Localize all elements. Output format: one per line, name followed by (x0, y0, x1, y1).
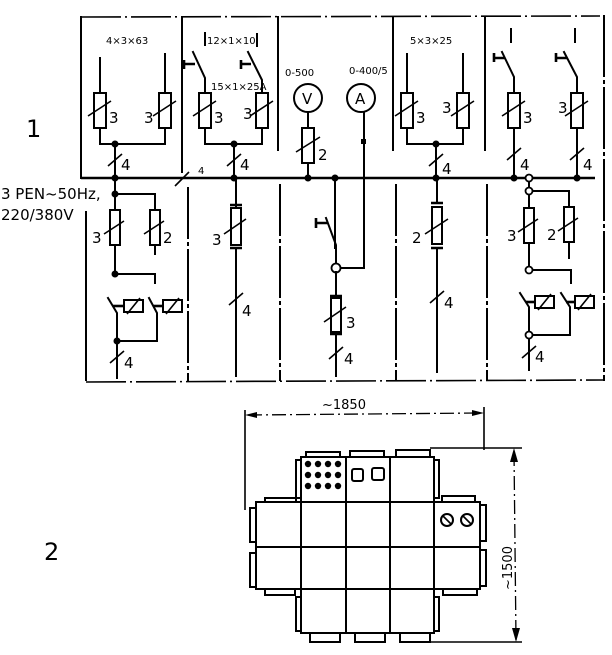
socket-outlet-icon (334, 471, 342, 479)
fuse-label: 3 (416, 109, 426, 127)
switch-knobs (440, 513, 474, 527)
conductor-count: 4 (535, 348, 545, 366)
socket-outlet-icon (314, 482, 322, 490)
circuit-main-switch-feeder: 3 4 (314, 177, 356, 377)
fuse-label: 3 (507, 227, 517, 245)
schematic-diagram: 1 4 3 PEN~50Hz, 220/380V (1, 15, 605, 383)
supply-label-line2: 220/380V (1, 206, 74, 224)
socket-outlet-icon (334, 482, 342, 490)
ammeter-symbol: A (355, 90, 366, 108)
fuse-label: 3 (523, 109, 533, 127)
fuse-symbol (301, 127, 315, 164)
ammeter-icon (346, 83, 376, 113)
supply-label-line1: 3 PEN~50Hz, (1, 185, 101, 203)
fuse-label: 3 (442, 99, 452, 117)
fuse-label: 3 (109, 109, 119, 127)
fuse-symbol (456, 92, 470, 129)
section-socket-group-1: 4×3×63 3 3 4 (87, 36, 177, 182)
fuse-label: 2 (547, 226, 557, 244)
conductor-count: 4 (442, 160, 452, 178)
socket-outlet-icon (314, 460, 322, 468)
fuse-label: 2 (318, 146, 328, 164)
rating-label: 4×3×63 (106, 36, 148, 47)
conductor-count: 4 (240, 156, 250, 174)
part-1-label: 1 (26, 115, 41, 143)
conductor-count: 4 (344, 350, 354, 368)
fuse-label: 3 (214, 109, 224, 127)
conductor-count: 4 (242, 302, 252, 320)
section-metering: 0-500 V 0-400/5 A 2 (285, 66, 388, 269)
socket-outlet-icon (334, 460, 342, 468)
rotary-switch-icon (440, 513, 454, 527)
socket-outlet-icon (304, 460, 312, 468)
circuit-contactor-feeder-right: 3 2 4 (507, 173, 595, 371)
socket-outlet-icon (314, 471, 322, 479)
busbar-conductor-count: 4 (198, 166, 204, 177)
socket-outlet-icon (304, 482, 312, 490)
rotary-switch-icon (460, 513, 474, 527)
part-2-label: 2 (44, 538, 59, 566)
conductor-count: 4 (444, 294, 454, 312)
section-socket-group-2: 5×3×25 3 3 4 (394, 36, 475, 182)
meter-window-icon (371, 467, 385, 481)
fuse-label: 3 (144, 109, 154, 127)
conductor-count: 4 (121, 156, 131, 174)
fuse-label: 3 (212, 231, 222, 249)
socket-outlet-icon (304, 471, 312, 479)
fuse-label: 2 (163, 229, 173, 247)
fuse-symbol (330, 297, 342, 333)
section-switched-group: 3 3 4 4 (492, 28, 593, 182)
socket-outlet-icon (324, 482, 332, 490)
fuse-symbol (400, 92, 414, 129)
width-dimension-label: ~1850 (322, 398, 366, 413)
outline-drawing: 2 ~1850 ~1500 (44, 398, 522, 643)
conductor-count: 4 (124, 354, 134, 372)
section-breaker-group: 12×1×10 15×1×25A 3 3 4 (182, 32, 274, 182)
conductor-count: 4 (520, 156, 530, 174)
circuit-feeder-fused-2: 2 4 (412, 177, 454, 373)
fuse-label: 2 (412, 229, 422, 247)
circuit-feeder-fused-1: 3 4 (212, 177, 252, 377)
socket-outlet-icon (324, 471, 332, 479)
meter-window-icon (351, 468, 364, 482)
supply-label: 3 PEN~50Hz, 220/380V (1, 185, 101, 224)
fuse-label: 3 (243, 105, 253, 123)
voltmeter-symbol: V (302, 90, 313, 108)
socket-outlet-icon (324, 460, 332, 468)
rating-label: 5×3×25 (410, 36, 452, 47)
voltmeter-range: 0-500 (285, 68, 314, 79)
sub-rating-label: 15×1×25A (211, 82, 267, 93)
height-dimension-label: ~1500 (501, 546, 516, 590)
width-dimension: ~1850 (244, 398, 485, 510)
board-body (249, 449, 487, 643)
meter-windows (351, 467, 385, 482)
conductor-count: 4 (583, 156, 593, 174)
fuse-symbol (158, 92, 172, 129)
circuit-contactor-feeder-left: 3 2 4 (92, 177, 183, 379)
fuse-label: 3 (92, 229, 102, 247)
fuse-symbol (93, 92, 107, 129)
enclosure-outline (80, 15, 605, 383)
fuse-label: 3 (346, 314, 356, 332)
main-busbar: 4 (81, 166, 595, 187)
fuse-label: 3 (558, 99, 568, 117)
rating-label: 12×1×10 (207, 36, 256, 47)
socket-panel (304, 460, 342, 490)
ammeter-range: 0-400/5 (349, 66, 388, 77)
height-dimension: ~1500 (430, 447, 522, 643)
